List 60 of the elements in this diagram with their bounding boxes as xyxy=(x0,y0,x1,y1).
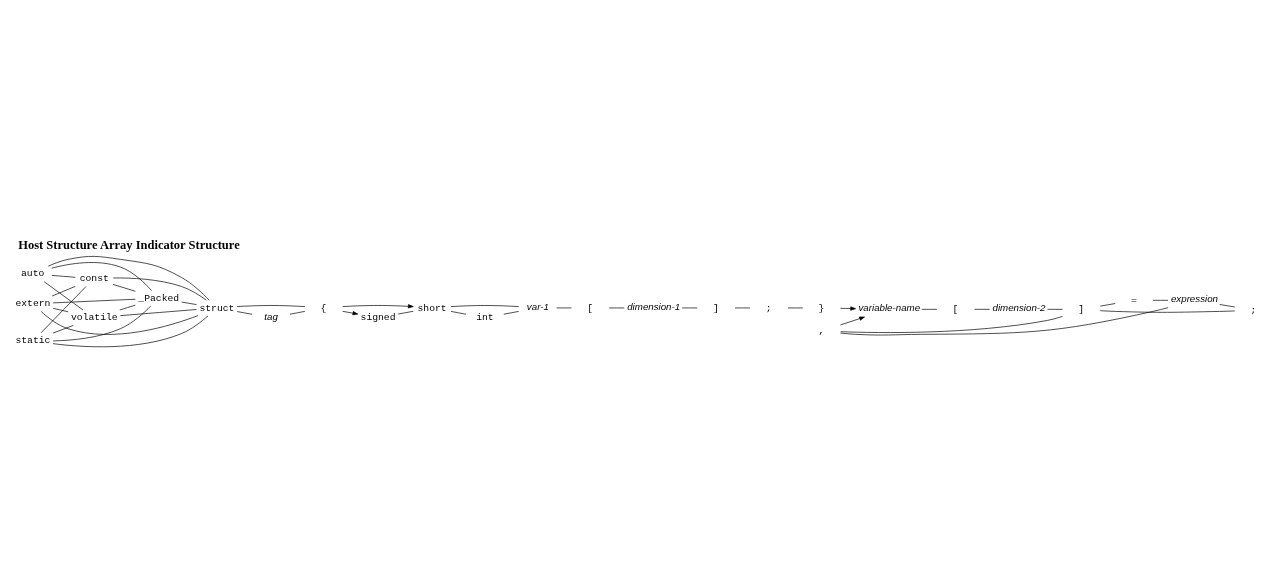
connector xyxy=(112,283,136,292)
node-text: dimension-2 xyxy=(992,301,1046,313)
connector xyxy=(47,255,210,300)
node-text: [ xyxy=(587,302,594,314)
connector xyxy=(51,274,76,278)
node-text: [ xyxy=(952,303,959,315)
connector xyxy=(450,304,520,307)
node-text: _Packed xyxy=(138,292,180,304)
node-text: volatile xyxy=(70,311,118,323)
connector xyxy=(840,315,1063,333)
connector xyxy=(43,280,84,310)
connector xyxy=(112,277,207,301)
arrow xyxy=(840,306,856,311)
arrow xyxy=(840,316,865,325)
node-text: tag xyxy=(264,310,278,322)
connector xyxy=(1099,309,1236,313)
node-text: int xyxy=(476,311,494,323)
connector xyxy=(181,301,197,305)
node-text: extern xyxy=(15,297,51,309)
connector xyxy=(52,314,209,347)
connector xyxy=(52,324,74,333)
arrow xyxy=(342,303,414,308)
connector xyxy=(397,310,414,314)
connector xyxy=(450,310,467,315)
node-text: const xyxy=(79,272,109,284)
node-text: } xyxy=(818,302,825,314)
arrow xyxy=(342,310,359,315)
node-text: auto xyxy=(20,267,45,279)
node-text: short xyxy=(417,302,447,314)
connector xyxy=(236,304,306,307)
node-text: var-1 xyxy=(526,300,549,312)
connector xyxy=(120,308,197,316)
connector xyxy=(503,310,520,315)
connector xyxy=(1219,303,1236,307)
diagram-title: Host Structure Array Indicator Structure xyxy=(18,237,240,252)
node-text: ; xyxy=(1250,304,1257,316)
connector xyxy=(119,304,136,310)
connector xyxy=(51,261,152,291)
connector xyxy=(236,310,253,315)
connector xyxy=(1100,302,1116,306)
connector xyxy=(40,310,199,335)
node-text: , xyxy=(818,324,825,336)
node-text: ] xyxy=(1078,303,1085,315)
node-text: = xyxy=(1131,294,1137,306)
connector xyxy=(52,305,152,341)
node-text: ; xyxy=(765,302,772,314)
node-text: signed xyxy=(360,311,396,323)
node-text: variable-name xyxy=(858,301,921,313)
connector xyxy=(40,285,87,333)
node-text: ] xyxy=(712,302,719,314)
node-text: dimension-1 xyxy=(627,300,681,312)
connector xyxy=(289,310,306,315)
connector xyxy=(52,307,69,312)
connector xyxy=(840,306,1169,335)
node-text: expression xyxy=(1170,292,1218,304)
node-text: { xyxy=(320,302,327,314)
connector xyxy=(52,298,136,303)
node-text: static xyxy=(15,334,51,346)
connector xyxy=(51,285,76,296)
node-text: struct xyxy=(199,302,235,314)
